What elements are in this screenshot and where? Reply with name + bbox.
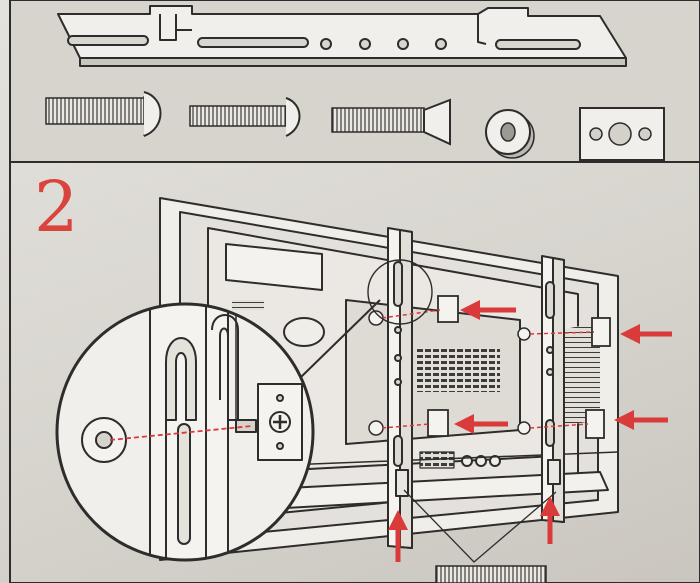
safety-cord [403, 489, 557, 563]
washer-icon [368, 310, 531, 436]
vertical-bracket-icon [387, 227, 413, 549]
parts-panel [9, 0, 700, 163]
step-number: 2 [34, 166, 79, 248]
countersunk-screw-icon [331, 98, 451, 146]
mounting-rail-icon [57, 5, 627, 67]
arrow-icon [388, 300, 672, 562]
alignment-lines [381, 309, 595, 429]
vertical-bracket-icon [541, 255, 565, 523]
magnifier-detail-icon [55, 302, 315, 562]
detail-target-circle [367, 259, 433, 325]
loupe-connector [299, 299, 381, 379]
long-bolt-icon [45, 91, 162, 137]
spacer-plate-icon [579, 107, 665, 161]
spacer-plate-icon [427, 295, 611, 439]
washer-icon [485, 109, 535, 159]
medium-bolt-icon [189, 97, 301, 137]
long-bolt-icon [435, 565, 547, 583]
assembly-panel [9, 161, 700, 583]
